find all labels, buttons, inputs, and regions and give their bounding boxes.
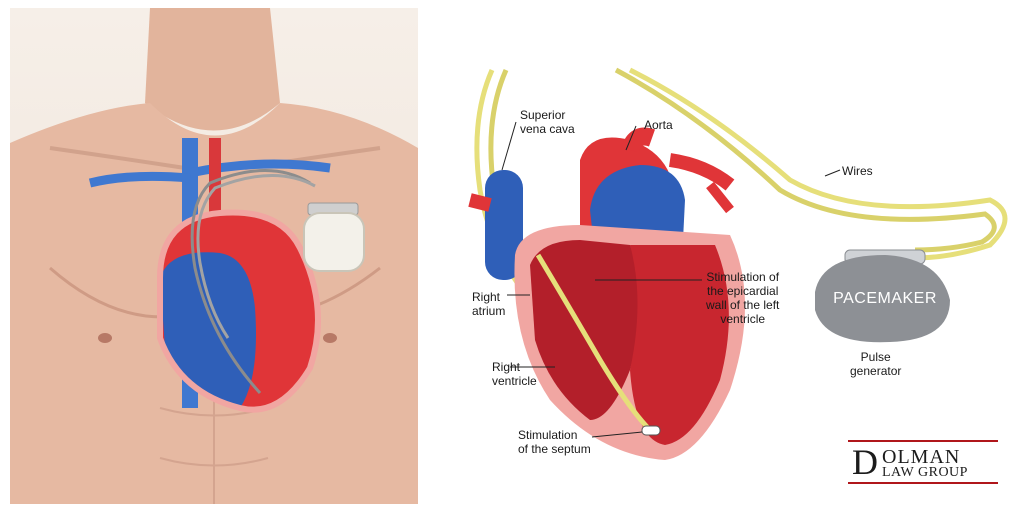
left-artery-stub — [468, 193, 492, 212]
left-ventricle-chamber — [630, 245, 729, 445]
device-body — [303, 212, 365, 272]
heart-diagram-svg — [468, 67, 1008, 460]
pointer-svc — [501, 121, 517, 171]
superior-vena-cava — [485, 170, 523, 280]
logo-word-top: OLMAN — [882, 446, 961, 468]
pointer-aorta — [625, 125, 637, 151]
torso-svg — [10, 8, 418, 504]
right-nipple — [323, 333, 337, 343]
label-aorta: Aorta — [644, 118, 673, 132]
lead-tip — [641, 425, 661, 436]
pointer-wires — [824, 169, 841, 177]
logo-initial: D — [852, 442, 878, 482]
heart-right — [160, 252, 256, 408]
lead-inside — [535, 253, 652, 432]
neck — [145, 8, 280, 131]
heart-diagram — [430, 0, 1024, 512]
logo-rule-bottom — [848, 482, 998, 484]
lead-wire-1 — [190, 169, 311, 395]
torso-illustration — [10, 8, 418, 504]
pulmonary-branch — [706, 181, 734, 214]
generator-body — [815, 255, 950, 343]
subclavian-vein-left — [88, 171, 191, 188]
logo-word-bottom: LAW GROUP — [882, 465, 968, 480]
subclavian-vein-right — [189, 159, 331, 178]
label-right-ventricle: Right ventricle — [492, 360, 537, 388]
label-stimulation-epicardial: Stimulation of the epicardial wall of th… — [706, 270, 780, 326]
label-stimulation-septum: Stimulation of the septum — [518, 428, 591, 456]
logo-rule-top — [848, 440, 998, 442]
left-nipple — [98, 333, 112, 343]
label-superior-vena-cava: Superior vena cava — [520, 108, 575, 136]
pointer-septum — [591, 431, 643, 438]
wire-to-generator-b — [614, 67, 997, 253]
heart-wall — [157, 209, 321, 413]
lead-wire-2 — [196, 174, 316, 339]
label-wires: Wires — [842, 164, 873, 178]
label-right-atrium: Right atrium — [472, 290, 506, 318]
pacemaker-label: PACEMAKER — [833, 290, 937, 307]
dolman-logo: D OLMAN LAW GROUP — [848, 440, 998, 486]
pulmonary-artery — [668, 153, 735, 191]
aortic-branch-1 — [621, 127, 655, 153]
label-pulse-generator: Pulse generator — [850, 350, 902, 378]
wire-to-generator-a — [628, 67, 1008, 261]
